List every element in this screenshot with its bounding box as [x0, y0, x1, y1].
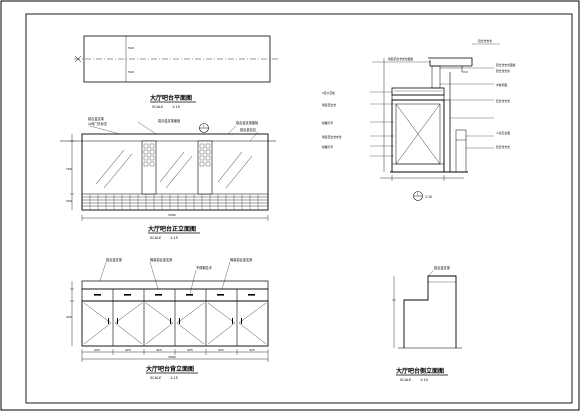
section-note-right-2: 铝合金支架面板 — [496, 63, 516, 67]
plan-dim-2: 500 — [128, 70, 134, 74]
section-note-left-6: 暗藏灯带 — [322, 145, 333, 149]
front-note-1: 铝合金支架 — [88, 116, 105, 121]
section-symbol-number: 1 — [417, 192, 419, 196]
plan-scale-label: SCALE — [152, 105, 163, 109]
back-dim-1: 425 — [94, 348, 100, 352]
front-note-4: 铝合金支架面板 — [236, 120, 259, 125]
plan-dim-1: 500 — [128, 46, 134, 50]
svg-text:1: 1 — [203, 124, 205, 128]
section-scale-value: 1:10 — [425, 195, 432, 199]
plan-title: 大厅吧台平面图 — [150, 94, 192, 102]
section-note-left-4: 暗藏灯带 — [322, 121, 333, 125]
section-note-right-6: 人造石台面 — [496, 131, 510, 135]
front-dim-width: 3580 — [168, 213, 176, 217]
back-scale-value: 1:15 — [170, 376, 178, 380]
section-note-left-2: 5层大芯板 — [322, 91, 335, 95]
back-elevation: 425 425 425 425 425 425 425 3580 铝合金支架 暗… — [66, 257, 269, 380]
back-dim-height: 425 — [66, 315, 72, 319]
front-note-2: 公司门头标志 — [88, 121, 108, 126]
section-note-right-3: 铝合金支架 — [496, 69, 510, 73]
front-scale-value: 1:15 — [170, 236, 178, 240]
back-dim-total: 3580 — [168, 355, 176, 359]
back-scale-label: SCALE — [150, 376, 161, 380]
back-dim-5: 425 — [218, 348, 224, 352]
back-note-1: 铝合金支架 — [106, 257, 123, 262]
section-note-right-5: 铝合金支架 — [496, 99, 510, 103]
back-title: 大厅吧台背立面图 — [146, 365, 194, 373]
section-note-right-4: 木板饰面 — [496, 83, 507, 87]
back-note-4: 暗装铝合金支架 — [230, 257, 253, 262]
plan-scale-value: 1:15 — [172, 105, 180, 109]
section-note-right-1: 铝合金支架 — [478, 39, 492, 43]
section-note-left-1: 暗装铝合金支架面板 — [388, 57, 413, 61]
front-elevation: 3580 760 300 1 铝合金支架 公司门头标志 铝合金支架面板 铝合金支… — [60, 116, 276, 240]
sheet-inner-border — [25, 13, 573, 404]
front-dim-height: 760 — [66, 167, 72, 171]
section-note-left-3: 暗装铝合金 — [322, 103, 336, 107]
back-note-2: 暗装铝合金支架 — [150, 257, 173, 262]
front-dim-base: 300 — [66, 199, 72, 203]
back-dim-2: 425 — [125, 348, 131, 352]
section-view: 暗装铝合金支架面板 5层大芯板 暗装铝合金 暗藏灯带 暗装铝合金支架 暗藏灯带 … — [322, 39, 516, 201]
section-note-right-7: 铝合金支架 — [496, 145, 510, 149]
side-title: 大厅吧台侧立面图 — [396, 367, 444, 375]
side-scale-value: 1:10 — [420, 378, 428, 382]
front-scale-label: SCALE — [150, 236, 161, 240]
side-scale-label: SCALE — [400, 378, 411, 382]
front-note-3: 铝合金支架面板 — [158, 118, 181, 123]
back-dim-6: 425 — [249, 348, 255, 352]
back-dim-4: 425 — [187, 348, 193, 352]
section-note-left-5: 暗装铝合金支架 — [322, 135, 342, 139]
back-note-3: 不锈钢拉手 — [196, 265, 213, 270]
front-note-5: 铝合金包边 — [240, 127, 257, 132]
side-note-1: 铝合金支架 — [434, 265, 451, 270]
plan-view: 500 500 大厅吧台平面图 SCALE 1:15 — [74, 35, 280, 109]
side-elevation: 铝合金支架 大厅吧台侧立面图 SCALE 1:10 — [392, 265, 462, 382]
back-dim-3: 425 — [156, 348, 162, 352]
front-title: 大厅吧台正立面图 — [148, 225, 196, 233]
